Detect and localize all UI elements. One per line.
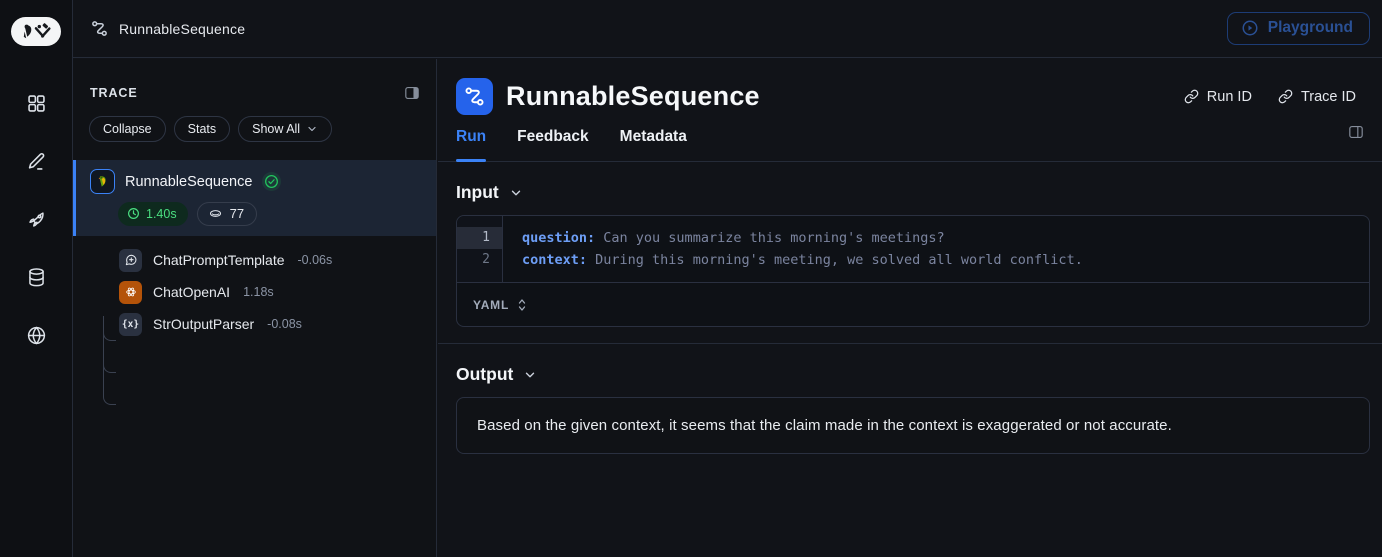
input-heading: Input xyxy=(456,182,499,202)
tree-connector xyxy=(103,316,104,390)
playground-label: Playground xyxy=(1267,19,1353,36)
run-id-link[interactable]: Run ID xyxy=(1184,89,1252,105)
format-label: YAML xyxy=(473,297,510,312)
section-divider xyxy=(438,343,1382,344)
tab-metadata[interactable]: Metadata xyxy=(619,128,687,145)
icon-rail xyxy=(0,0,73,557)
link-icon xyxy=(1278,89,1293,104)
parrot-and-tools-icon xyxy=(23,22,51,38)
run-detail-panel: RunnableSequence Run ID Trace ID Run Fee… xyxy=(438,59,1382,557)
rail-item-deployments[interactable] xyxy=(19,202,53,236)
clock-icon xyxy=(128,208,139,219)
run-id-label: Run ID xyxy=(1206,88,1252,105)
collapse-button[interactable]: Collapse xyxy=(89,116,166,142)
child-node-name: ChatOpenAI xyxy=(153,284,231,300)
prompt-template-icon xyxy=(119,248,142,272)
database-icon xyxy=(28,267,44,286)
output-text-block: Based on the given context, it seems tha… xyxy=(456,397,1370,454)
line-number: 2 xyxy=(482,252,490,267)
input-section-toggle[interactable]: Input xyxy=(456,182,1382,203)
parser-icon: {x} xyxy=(119,312,142,336)
topbar-trace-name: RunnableSequence xyxy=(119,20,246,37)
stats-label: Stats xyxy=(187,122,217,136)
langsmith-logo[interactable] xyxy=(11,17,61,46)
tokens-value: 77 xyxy=(229,206,245,221)
yaml-value: Can you summarize this morning's meeting… xyxy=(595,230,945,246)
output-heading: Output xyxy=(456,364,514,384)
chevron-updown-icon xyxy=(518,298,526,311)
line-number-gutter: 1 2 xyxy=(457,216,503,282)
child-node-name: ChatPromptTemplate xyxy=(153,252,285,268)
code-content[interactable]: question: Can you summarize this morning… xyxy=(503,216,1083,282)
trace-node-name: RunnableSequence xyxy=(125,173,253,190)
page-title: RunnableSequence xyxy=(506,81,760,111)
trace-node-chatprompttemplate[interactable]: ChatPromptTemplate -0.06s xyxy=(73,244,436,276)
tab-feedback[interactable]: Feedback xyxy=(517,128,589,145)
stats-button[interactable]: Stats xyxy=(173,116,231,142)
collapse-label: Collapse xyxy=(103,122,152,136)
latency-badge: 1.40s xyxy=(118,202,188,226)
chevron-down-icon xyxy=(526,372,535,377)
tab-run[interactable]: Run xyxy=(456,128,487,162)
tree-elbow xyxy=(103,390,116,405)
globe-icon xyxy=(27,326,45,344)
trace-panel-title: TRACE xyxy=(90,86,138,100)
tokens-badge: 77 xyxy=(196,202,258,226)
yaml-value: During this morning's meeting, we solved… xyxy=(587,252,1083,268)
tree-elbow xyxy=(103,358,116,373)
show-all-dropdown[interactable]: Show All xyxy=(238,116,333,142)
grid-icon xyxy=(27,94,45,112)
rail-item-dashboard[interactable] xyxy=(19,86,53,120)
yaml-key: context: xyxy=(522,252,588,268)
trace-id-label: Trace ID xyxy=(1300,88,1356,105)
split-panel-icon[interactable] xyxy=(1348,124,1364,140)
trace-node-runnablesequence[interactable]: RunnableSequence 1.40s xyxy=(73,160,436,236)
play-circle-icon xyxy=(1242,20,1258,36)
show-all-label: Show All xyxy=(252,122,301,136)
trace-tree: RunnableSequence 1.40s xyxy=(73,160,436,405)
tabs-row: Run Feedback Metadata xyxy=(438,125,1382,162)
link-icon xyxy=(1184,89,1199,104)
trace-id-link[interactable]: Trace ID xyxy=(1278,89,1356,105)
chevron-down-icon xyxy=(511,190,520,195)
trace-panel: TRACE Collapse Stats Show All xyxy=(73,59,437,557)
child-node-duration: -0.06s xyxy=(297,253,333,267)
child-node-name: StrOutputParser xyxy=(153,316,255,332)
output-section-toggle[interactable]: Output xyxy=(456,364,1382,385)
chevron-down-icon xyxy=(308,126,316,132)
child-node-duration: 1.18s xyxy=(243,285,274,299)
chat-bubble-plus-icon xyxy=(125,254,136,266)
playground-button[interactable]: Playground xyxy=(1226,12,1370,45)
latency-value: 1.40s xyxy=(146,206,177,221)
format-select[interactable]: YAML xyxy=(457,282,1369,326)
tree-elbow xyxy=(103,326,116,341)
trace-node-chatopenai[interactable]: ChatOpenAI 1.18s xyxy=(73,276,436,308)
runnable-sequence-icon xyxy=(456,78,493,115)
sequence-icon xyxy=(92,21,107,36)
trace-node-stroutputparser[interactable]: {x} StrOutputParser -0.08s xyxy=(73,308,436,340)
collapse-panel-icon[interactable] xyxy=(404,85,420,101)
line-number: 1 xyxy=(457,227,502,249)
token-coin-icon xyxy=(209,210,221,217)
rail-item-annotate[interactable] xyxy=(19,144,53,178)
child-node-duration: -0.08s xyxy=(267,317,302,331)
input-code-block: 1 2 question: Can you summarize this mor… xyxy=(456,215,1370,327)
rocket-icon xyxy=(28,211,44,227)
top-bar: RunnableSequence Playground xyxy=(73,0,1382,58)
pencil-icon xyxy=(28,152,44,170)
rail-item-hub[interactable] xyxy=(19,318,53,352)
yaml-key: question: xyxy=(522,230,596,246)
openai-icon xyxy=(119,280,142,304)
rail-item-datasets[interactable] xyxy=(19,260,53,294)
success-check-icon xyxy=(262,172,282,191)
parrot-icon xyxy=(90,169,115,194)
